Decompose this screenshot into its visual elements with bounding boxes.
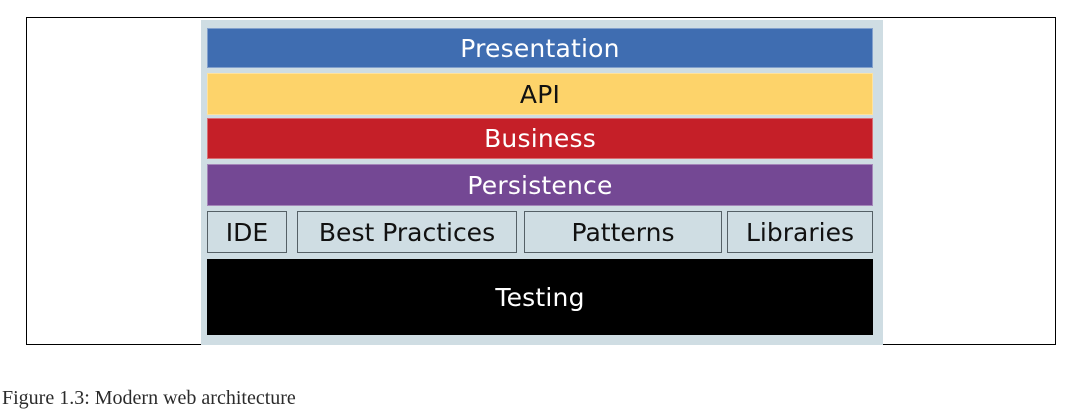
tools-row: IDE Best Practices Patterns Libraries <box>207 211 873 253</box>
tool-patterns: Patterns <box>524 211 722 253</box>
tool-best-practices: Best Practices <box>297 211 517 253</box>
layer-presentation: Presentation <box>207 28 873 68</box>
figure-caption: Figure 1.3: Modern web architecture <box>2 387 296 409</box>
layer-business: Business <box>207 118 873 159</box>
layer-testing: Testing <box>207 259 873 335</box>
layer-persistence: Persistence <box>207 164 873 206</box>
tool-ide: IDE <box>207 211 287 253</box>
layer-api: API <box>207 73 873 115</box>
tool-libraries: Libraries <box>727 211 873 253</box>
